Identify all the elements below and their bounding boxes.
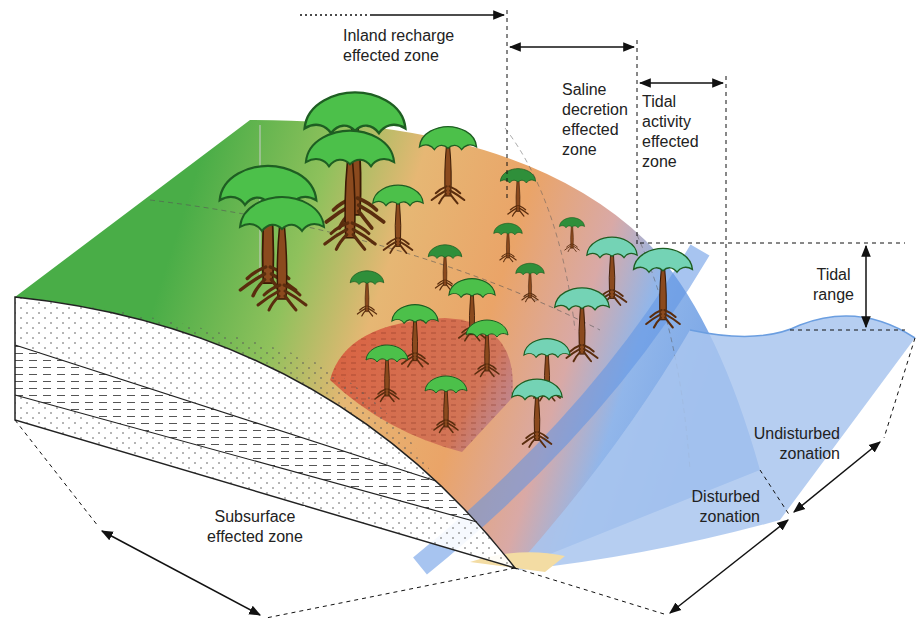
zone-label: Subsurface effected zone (205, 506, 305, 548)
zone-label: Disturbed zonation (658, 487, 760, 527)
zone-label: Inland recharge effected zone (343, 26, 493, 66)
zone-label: Undisturbed zonation (728, 424, 840, 464)
zone-brackets (15, 10, 915, 618)
mangrove-trees (220, 92, 693, 447)
zone-label: Tidal range (806, 265, 861, 305)
zone-label: Saline decretion effected zone (562, 80, 634, 160)
water (420, 250, 915, 572)
zone-label: Tidal activity effected zone (642, 92, 722, 172)
soil-cross-section (15, 297, 515, 568)
